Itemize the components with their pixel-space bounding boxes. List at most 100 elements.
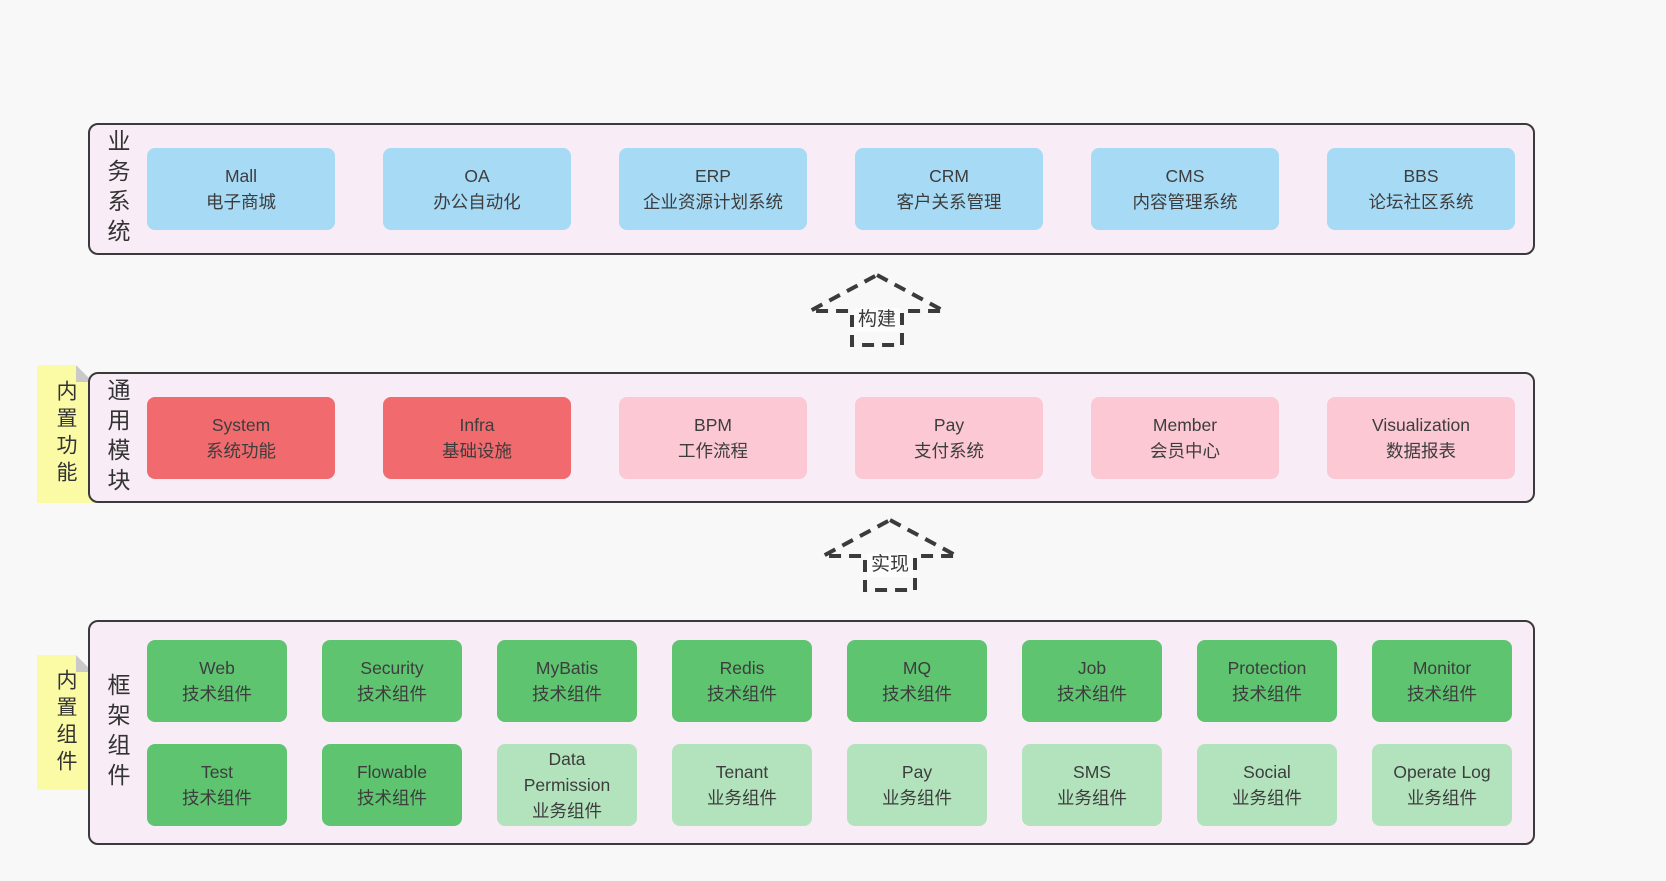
box-redis: Redis 技术组件 [672,639,812,722]
box-pay-module: Pay 支付系统 [855,396,1043,479]
arrow-up-icon [822,517,958,592]
box-name: Mall [224,166,258,186]
sticky-note-text: 内置功能 [54,380,77,488]
box-name: Data Permission [523,748,611,795]
box-name: CMS [1165,166,1205,186]
box-name: Infra [459,414,495,435]
box-monitor: Monitor 技术组件 [1372,639,1512,722]
box-name: OA [464,166,490,186]
box-data-permission: Data Permission 业务组件 [497,743,637,826]
box-desc: 办公自动化 [433,192,521,212]
sticky-note-builtin-functions: 内置功能 [37,365,93,503]
section-label-common-modules: 通用模块 [104,377,130,498]
box-desc: 数据报表 [1386,440,1456,461]
box-desc: 技术组件 [357,787,427,808]
box-pay-component: Pay 业务组件 [847,743,987,826]
box-name: MyBatis [535,657,599,678]
framework-boxes-area: Web 技术组件 Security 技术组件 MyBatis 技术组件 Redi… [132,622,1533,843]
box-desc: 技术组件 [1057,683,1127,704]
box-flowable: Flowable 技术组件 [322,743,462,826]
box-name: Visualization [1372,414,1470,435]
business-box-row: Mall 电子商城 OA 办公自动化 ERP 企业资源计划系统 CRM 客户关系… [147,148,1515,230]
box-name: BBS [1403,166,1439,186]
box-cms: CMS 内容管理系统 [1091,148,1279,230]
section-label-business-systems: 业务系统 [104,129,130,249]
arrow-implement-label: 实现 [866,553,914,577]
box-name: Pay [901,761,933,782]
arrow-build: 构建 [807,272,947,348]
box-desc: 业务组件 [532,800,602,821]
box-name: System [211,414,271,435]
modules-box-row: System 系统功能 Infra 基础设施 BPM 工作流程 Pay 支付系统… [147,396,1515,479]
section-label-framework-components: 框架组件 [104,672,130,793]
sticky-note-builtin-components: 内置组件 [37,655,93,790]
box-job: Job 技术组件 [1022,639,1162,722]
box-name: Member [1152,414,1218,435]
box-name: Protection [1227,657,1307,678]
box-desc: 技术组件 [182,787,252,808]
box-desc: 业务组件 [882,787,952,808]
box-name: MQ [902,657,932,678]
box-name: SMS [1073,761,1111,782]
box-visualization: Visualization 数据报表 [1327,396,1515,479]
box-desc: 会员中心 [1150,440,1220,461]
box-name: BPM [694,414,732,435]
box-desc: 技术组件 [357,683,427,704]
box-mq: MQ 技术组件 [847,639,987,722]
box-desc: 内容管理系统 [1132,192,1238,212]
box-desc: 技术组件 [182,683,252,704]
box-name: Monitor [1412,657,1472,678]
box-desc: 业务组件 [1232,787,1302,808]
box-crm: CRM 客户关系管理 [855,148,1043,230]
box-bpm: BPM 工作流程 [619,396,807,479]
box-desc: 论坛社区系统 [1368,192,1474,212]
box-desc: 业务组件 [1407,787,1477,808]
box-desc: 企业资源计划系统 [643,192,783,212]
box-oa: OA 办公自动化 [383,148,571,230]
box-desc: 技术组件 [1232,683,1302,704]
box-protection: Protection 技术组件 [1197,639,1337,722]
box-name: Security [360,657,424,678]
arrow-up-icon [809,272,945,347]
arrow-implement: 实现 [820,517,960,593]
box-desc: 业务组件 [1057,787,1127,808]
box-name: Job [1077,657,1107,678]
box-test: Test 技术组件 [147,743,287,826]
box-name: Pay [933,414,965,435]
box-name: Redis [719,657,765,678]
box-name: Social [1243,761,1291,782]
box-desc: 技术组件 [707,683,777,704]
box-social: Social 业务组件 [1197,743,1337,826]
box-desc: 技术组件 [882,683,952,704]
business-boxes-area: Mall 电子商城 OA 办公自动化 ERP 企业资源计划系统 CRM 客户关系… [132,125,1533,253]
box-name: Test [200,761,234,782]
box-mall: Mall 电子商城 [147,148,335,230]
box-security: Security 技术组件 [322,639,462,722]
section-framework-components: 框架组件 Web 技术组件 Security 技术组件 MyBatis 技术组件… [88,620,1535,845]
box-desc: 业务组件 [707,787,777,808]
box-operate-log: Operate Log 业务组件 [1372,743,1512,826]
box-desc: 系统功能 [206,440,276,461]
box-erp: ERP 企业资源计划系统 [619,148,807,230]
box-mybatis: MyBatis 技术组件 [497,639,637,722]
arrow-build-label: 构建 [853,308,901,332]
box-desc: 技术组件 [1407,683,1477,704]
box-infra: Infra 基础设施 [383,396,571,479]
box-name: ERP [695,166,731,186]
box-web: Web 技术组件 [147,639,287,722]
box-tenant: Tenant 业务组件 [672,743,812,826]
box-name: CRM [929,166,969,186]
box-desc: 基础设施 [442,440,512,461]
section-business-systems: 业务系统 Mall 电子商城 OA 办公自动化 ERP 企业资源计划系统 CRM… [88,123,1535,255]
box-desc: 工作流程 [678,440,748,461]
box-member: Member 会员中心 [1091,396,1279,479]
sticky-note-text: 内置组件 [54,668,77,777]
box-name: Flowable [356,761,428,782]
framework-box-row-1: Web 技术组件 Security 技术组件 MyBatis 技术组件 Redi… [147,639,1515,722]
framework-box-row-2: Test 技术组件 Flowable 技术组件 Data Permission … [147,743,1515,826]
modules-boxes-area: System 系统功能 Infra 基础设施 BPM 工作流程 Pay 支付系统… [132,374,1533,501]
box-desc: 电子商城 [206,192,276,212]
box-desc: 客户关系管理 [896,192,1002,212]
box-name: Operate Log [1393,761,1491,782]
box-name: Web [199,657,235,678]
